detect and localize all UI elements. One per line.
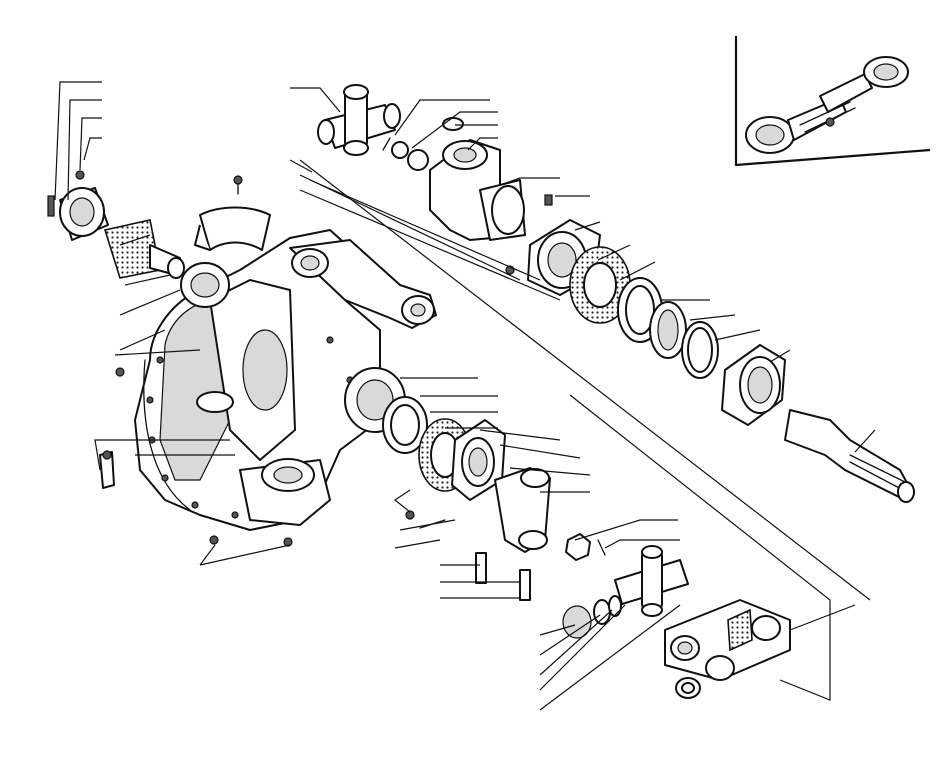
- leader-line: [539, 604, 681, 711]
- inset-frame: [734, 36, 931, 167]
- leader-line: [299, 174, 521, 281]
- left-drive-gear: [103, 219, 185, 279]
- leader-line: [119, 234, 151, 246]
- friction-disc: [569, 246, 631, 324]
- leader-line: [394, 99, 490, 136]
- lower-universal-cross: [562, 545, 689, 639]
- leader-line: [94, 439, 230, 471]
- upper-pins: [382, 137, 553, 275]
- leader-line: [399, 519, 456, 531]
- leader-line: [79, 117, 102, 171]
- leader-line: [54, 81, 102, 201]
- leader-line: [539, 604, 626, 691]
- leader-line: [509, 467, 591, 476]
- leader-line: [689, 314, 736, 321]
- end-cap-housing: [721, 344, 786, 426]
- ring-bearing-left: [180, 262, 230, 308]
- leader-line: [124, 274, 171, 286]
- leader-line: [199, 544, 216, 566]
- leader-line: [290, 87, 341, 113]
- leader-line: [114, 349, 201, 356]
- leader-line: [83, 137, 102, 161]
- nut-and-pin: [565, 533, 606, 561]
- lower-yoke: [494, 467, 551, 553]
- lower-flange: [451, 419, 506, 501]
- leader-line: [769, 349, 791, 363]
- small-bolts-left: [99, 367, 293, 547]
- leader-line: [597, 244, 631, 261]
- lower-bolts: [405, 510, 531, 601]
- assembly-axis-line: [299, 189, 561, 301]
- leader-line: [604, 539, 680, 549]
- upper-universal-cross: [317, 84, 401, 156]
- inset-shaft-assembly: [745, 56, 909, 154]
- knuckle-housing: [134, 229, 437, 531]
- leader-line: [619, 261, 656, 281]
- inset-overview: [734, 36, 931, 167]
- left-shaft-bearing: [47, 170, 109, 241]
- leader-line: [289, 159, 313, 173]
- leader-line: [574, 519, 678, 541]
- thrust-washers: [617, 277, 719, 379]
- leader-line: [574, 221, 601, 231]
- leader-line: [67, 99, 102, 201]
- bearing-half-shell: [194, 175, 271, 251]
- leader-line: [539, 609, 613, 676]
- leader-line: [539, 614, 601, 656]
- leader-line: [854, 429, 876, 453]
- leader-line: [393, 489, 411, 513]
- small-ring: [675, 677, 701, 699]
- leader-line: [499, 177, 560, 186]
- coupling-link: [664, 599, 791, 681]
- leader-line: [499, 444, 581, 459]
- leader-line: [199, 544, 291, 566]
- leader-line: [714, 329, 761, 341]
- leader-line: [119, 329, 166, 351]
- splined-output-shaft: [784, 409, 915, 503]
- leader-line: [479, 429, 561, 441]
- leader-line: [539, 624, 576, 636]
- lower-bearing-set: [344, 367, 428, 454]
- upper-yoke: [391, 117, 526, 241]
- leader-lines: [54, 81, 876, 711]
- leader-line: [789, 604, 856, 631]
- leader-line: [569, 394, 831, 701]
- leader-line: [394, 539, 441, 549]
- assembly-axis-line: [299, 159, 871, 601]
- leader-line: [119, 289, 181, 316]
- leader-line: [467, 137, 498, 151]
- leader-line: [411, 111, 498, 149]
